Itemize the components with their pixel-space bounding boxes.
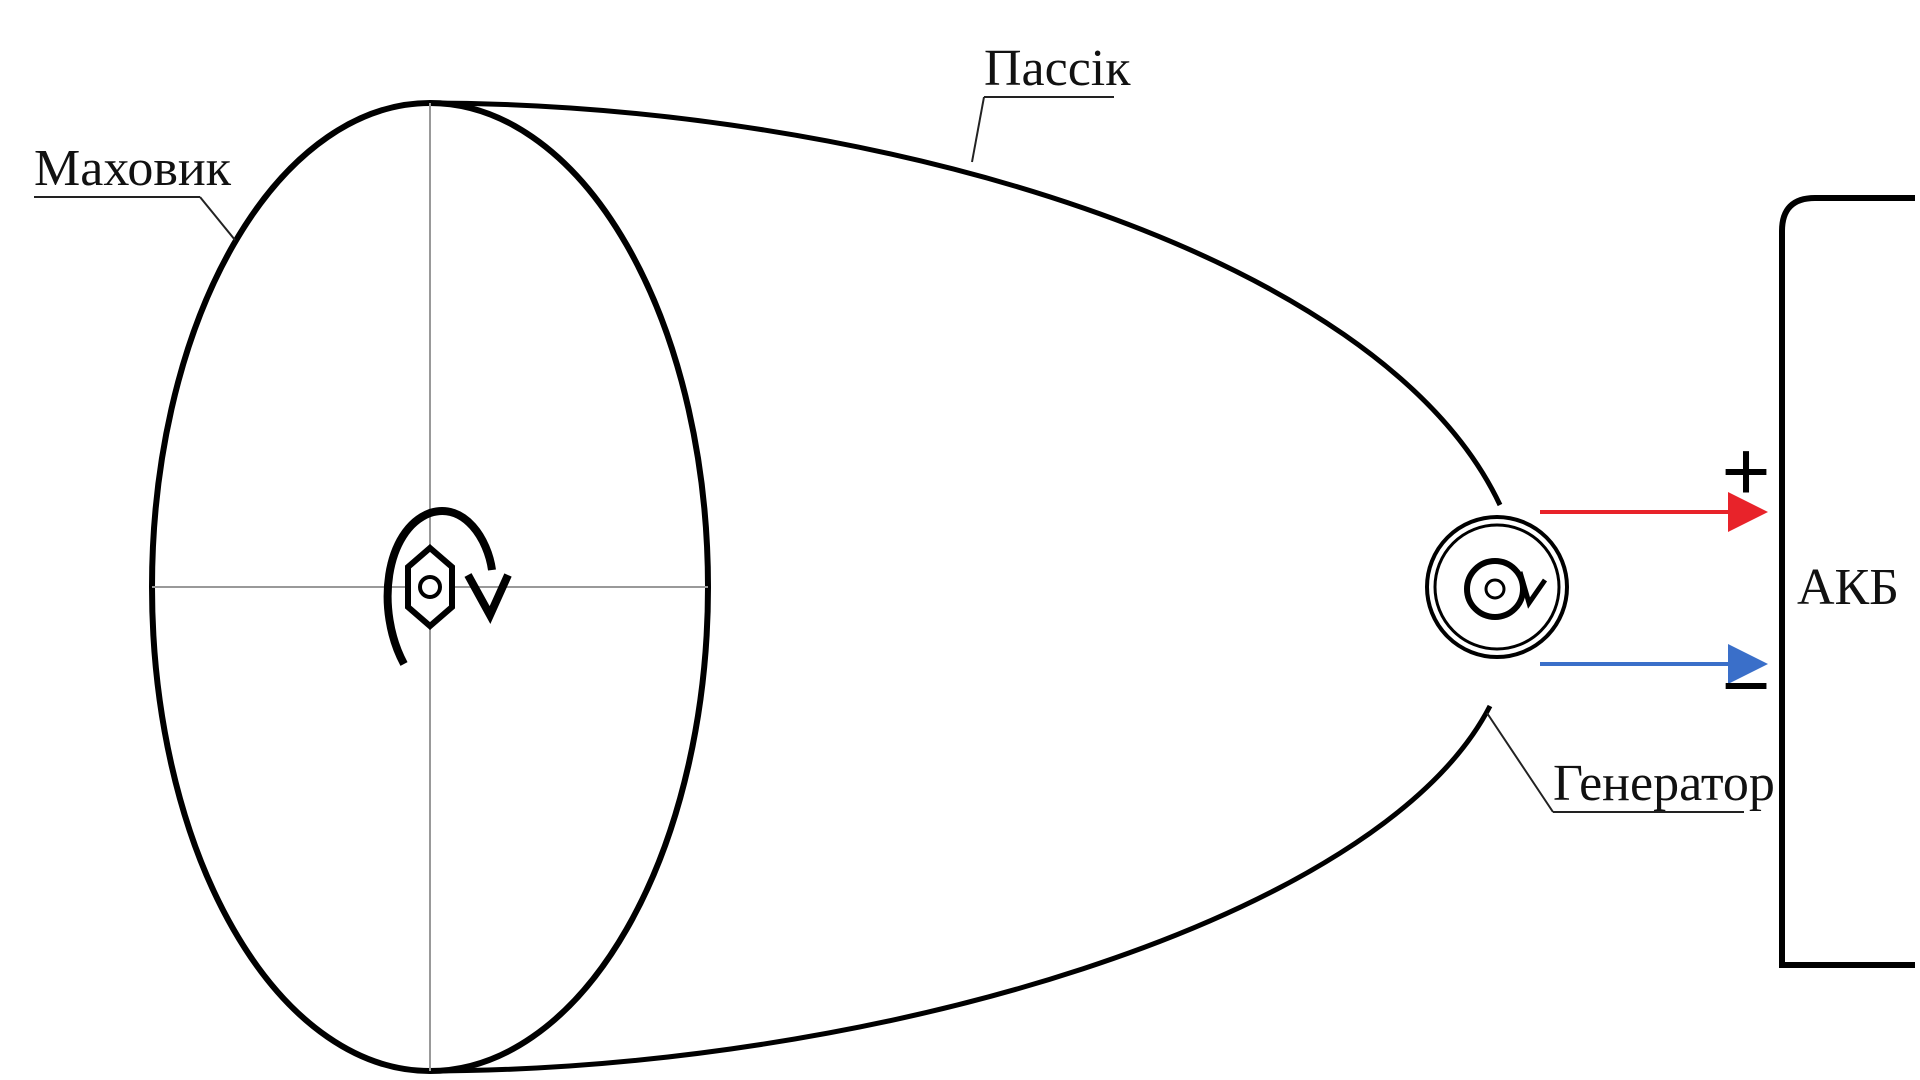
generator bbox=[1425, 515, 1569, 659]
battery-label: АКБ bbox=[1797, 559, 1899, 616]
generator-inner-ring bbox=[1433, 523, 1561, 651]
flywheel-callout: Маховик bbox=[34, 140, 236, 241]
flywheel bbox=[149, 100, 711, 1074]
flywheel-rotation-arrow-icon bbox=[383, 507, 512, 666]
flywheel-label: Маховик bbox=[34, 140, 232, 197]
hex-nut-icon bbox=[405, 544, 455, 630]
generator-rotation-arrow-icon bbox=[1517, 571, 1548, 609]
generator-outer-ring bbox=[1425, 515, 1569, 659]
belt-label: Пассік bbox=[984, 40, 1131, 97]
belt-outline-lower bbox=[424, 704, 1493, 1074]
negative-sign: − bbox=[1721, 638, 1770, 732]
generator-center bbox=[1484, 578, 1506, 600]
positive-sign: + bbox=[1721, 424, 1770, 518]
belt-callout: Пассік bbox=[971, 40, 1131, 163]
generator-label: Генератор bbox=[1553, 755, 1775, 812]
battery-box bbox=[1779, 195, 1915, 968]
battery: АКБ bbox=[1779, 195, 1915, 968]
generator-hub bbox=[1464, 558, 1526, 620]
generator-callout: Генератор bbox=[1486, 712, 1775, 813]
belt-outline bbox=[424, 100, 1503, 507]
